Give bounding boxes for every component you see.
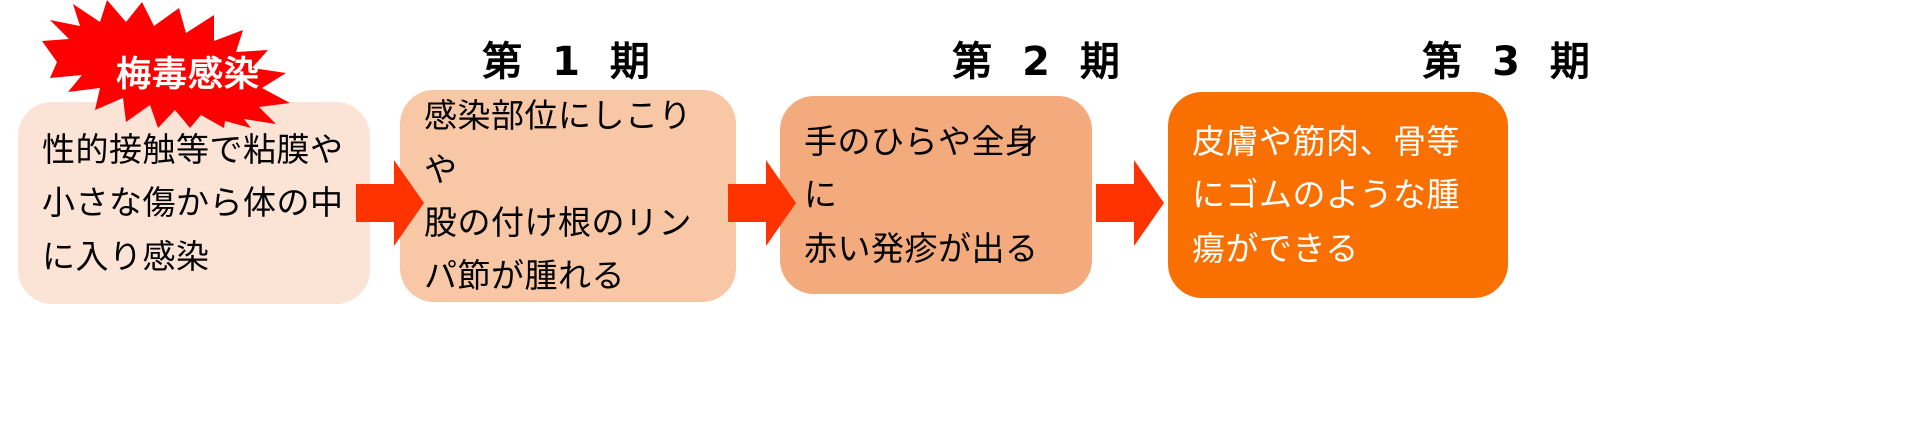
infection-badge: 梅毒感染 (38, 0, 338, 128)
stage-box-1-text: 感染部位にしこりや 股の付け根のリン パ節が腫れる (424, 96, 692, 296)
stage-header-1: 第 1 期 (482, 39, 658, 85)
stage-box-2[interactable]: 手のひらや全身に 赤い発疹が出る (780, 96, 1092, 294)
arrow-right-icon-3 (1096, 160, 1164, 246)
arrow-right-icon-1 (356, 160, 424, 246)
stage-header-2: 第 2 期 (952, 39, 1128, 85)
stage-header-3: 第 3 期 (1422, 39, 1598, 85)
arrow-right-icon-2 (728, 160, 796, 246)
stage-box-infection-text: 性的接触等で粘膜や 小さな傷から体の中 に入り感染 (42, 129, 344, 276)
stage-box-1[interactable]: 感染部位にしこりや 股の付け根のリン パ節が腫れる (400, 90, 736, 302)
stage-box-2-text: 手のひらや全身に 赤い発疹が出る (804, 121, 1039, 268)
stage-box-3[interactable]: 皮膚や筋肉、骨等 にゴムのような腫 瘍ができる (1168, 92, 1508, 298)
starburst-icon (42, 0, 290, 128)
stage-box-3-text: 皮膚や筋肉、骨等 にゴムのような腫 瘍ができる (1192, 121, 1460, 268)
stage-box-infection[interactable]: 性的接触等で粘膜や 小さな傷から体の中 に入り感染 (18, 102, 370, 304)
